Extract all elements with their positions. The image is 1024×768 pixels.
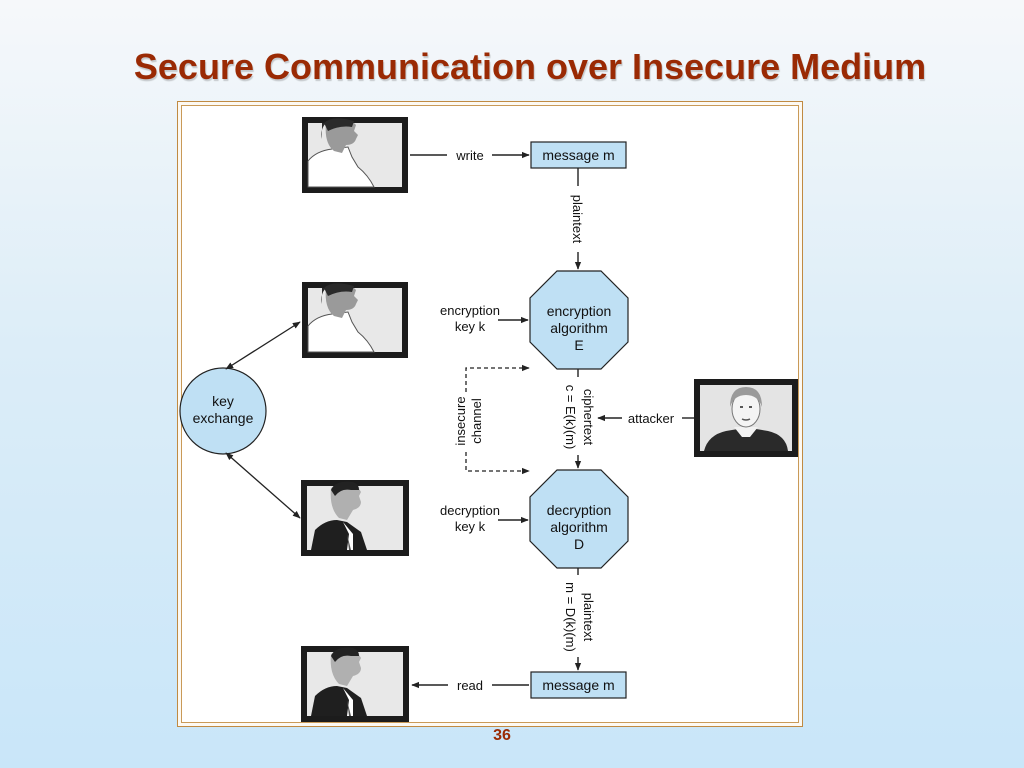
decryption-algorithm-node	[529, 469, 629, 569]
message-box-top	[530, 141, 627, 169]
key-exchange-edge-encryption	[225, 321, 301, 370]
decryption-key-label-2: key k	[455, 519, 486, 534]
decryption-algorithm-label-3: D	[574, 536, 584, 552]
slide-title: Secure Communication over Insecure Mediu…	[133, 46, 927, 87]
attacker-label: attacker	[628, 411, 675, 426]
encryption-key-label-2: key k	[455, 319, 486, 334]
sender-portrait	[301, 116, 409, 194]
sender-encrypting-portrait	[301, 281, 409, 359]
read-label: read	[457, 678, 483, 693]
encryption-algorithm-node	[529, 270, 629, 370]
page-number: 36	[493, 727, 511, 744]
decryption-key-label-1: decryption	[440, 503, 500, 518]
message-box-bottom	[530, 671, 627, 699]
message-box-top-label: message m	[542, 147, 614, 163]
receiver-portrait	[301, 646, 409, 722]
encryption-key-label-1: encryption	[440, 303, 500, 318]
key-exchange-node	[179, 367, 267, 455]
insecure-channel-edge-upper	[465, 364, 530, 392]
key-exchange-label-2: exchange	[193, 410, 254, 426]
plaintext-bottom-label-1: plaintext	[581, 593, 596, 642]
encryption-algorithm-label-3: E	[574, 337, 583, 353]
receiver-decrypting-portrait	[301, 480, 409, 556]
attacker-portrait	[693, 378, 799, 458]
ciphertext-label-1: ciphertext	[581, 389, 596, 446]
encryption-algorithm-label-1: encryption	[547, 303, 612, 319]
message-box-bottom-label: message m	[542, 677, 614, 693]
write-label: write	[455, 148, 483, 163]
ciphertext-label-2: c = E(k)(m)	[563, 385, 578, 450]
key-exchange-label-1: key	[212, 393, 234, 409]
encryption-algorithm-label-2: algorithm	[550, 320, 608, 336]
insecure-channel-edge-lower	[465, 452, 530, 475]
plaintext-bottom-label-2: m = D(k)(m)	[563, 582, 578, 652]
insecure-channel-label-2: channel	[469, 398, 484, 444]
decryption-algorithm-label-1: decryption	[547, 502, 612, 518]
key-exchange-edge-decryption	[225, 452, 301, 519]
insecure-channel-label-1: insecure	[453, 396, 468, 445]
plaintext-top-label: plaintext	[570, 195, 585, 244]
decryption-algorithm-label-2: algorithm	[550, 519, 608, 535]
